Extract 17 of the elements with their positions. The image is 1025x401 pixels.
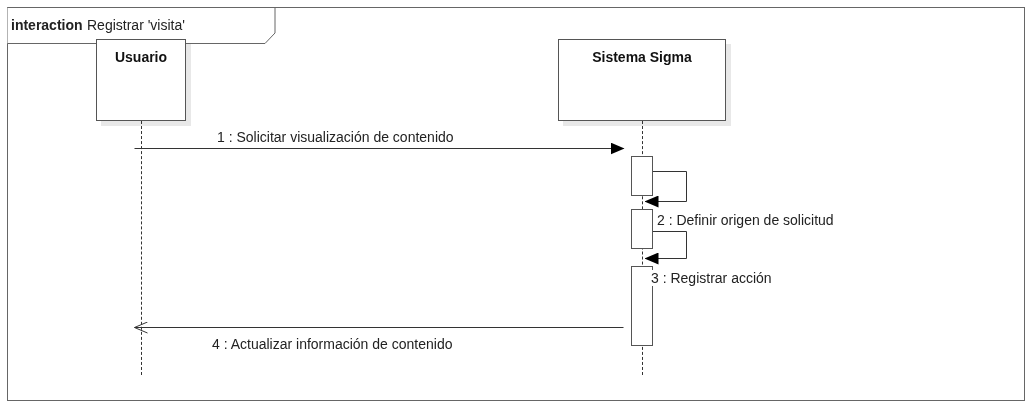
message-label: 2 : Definir origen de solicitud (656, 212, 835, 228)
message-arrow (134, 321, 624, 334)
lifeline (141, 121, 143, 375)
activation-bar (631, 266, 653, 346)
activation-bar (631, 209, 653, 249)
frame-keyword: interaction (10, 17, 84, 33)
interaction-frame (7, 7, 1025, 401)
frame-title: Registrar 'visita' (86, 17, 186, 33)
message-arrow (644, 231, 687, 265)
participant-name: Usuario (114, 49, 168, 65)
message-label: 4 : Actualizar información de contenido (211, 336, 454, 352)
message-arrow (644, 171, 687, 208)
participant-name: Sistema Sigma (592, 49, 692, 65)
message-label: 3 : Registrar acción (650, 270, 773, 286)
message-arrow (134, 142, 625, 155)
message-label: 1 : Solicitar visualización de contenido (216, 129, 455, 145)
activation-bar (631, 156, 653, 196)
